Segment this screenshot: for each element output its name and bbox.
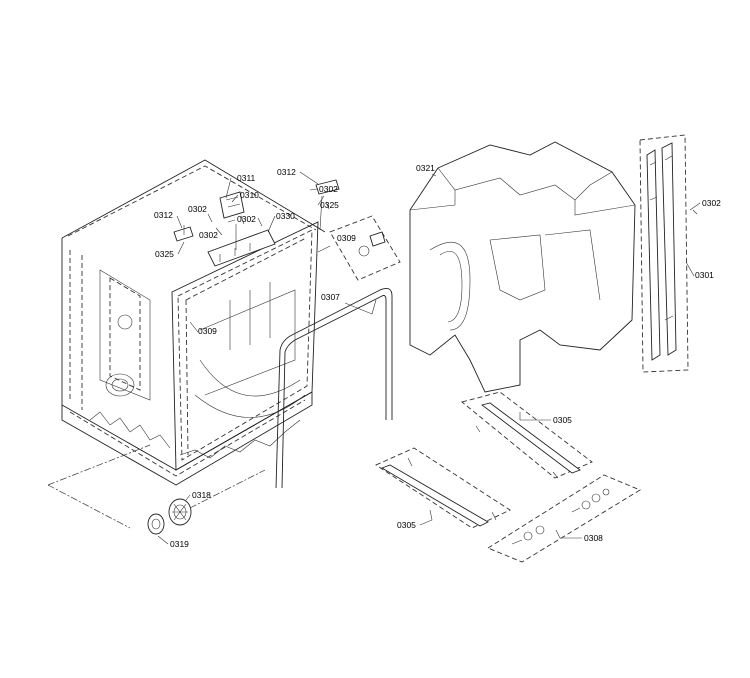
- insulation-0321: [409, 141, 636, 393]
- label-0309: 0309: [337, 233, 356, 243]
- label-0307: 0307: [321, 292, 340, 302]
- rail-lower-0305: [375, 447, 511, 529]
- hardware-kit-0308: [487, 474, 641, 563]
- label-0330: 0330: [276, 211, 295, 221]
- leader-lines: [157, 171, 701, 545]
- label-0325: 0325: [320, 200, 339, 210]
- label-0302: 0302: [199, 230, 218, 240]
- label-0302: 0302: [319, 184, 338, 194]
- label-0319: 0319: [170, 539, 189, 549]
- label-0318: 0318: [192, 490, 211, 500]
- rail-upper-0305: [461, 391, 593, 479]
- label-0308: 0308: [584, 533, 603, 543]
- label-0305: 0305: [553, 415, 572, 425]
- tub-assembly: [61, 159, 340, 486]
- part-labels: 0311 0310 0312 0302 0325 0312 0302 0325 …: [154, 163, 721, 549]
- label-0325: 0325: [155, 249, 174, 259]
- side-trim-0301: [639, 134, 698, 373]
- label-0302: 0302: [237, 214, 256, 224]
- label-0309: 0309: [198, 326, 217, 336]
- label-0302: 0302: [702, 198, 721, 208]
- label-0302: 0302: [188, 204, 207, 214]
- label-0305: 0305: [397, 520, 416, 530]
- label-0301: 0301: [695, 270, 714, 280]
- label-0312: 0312: [277, 167, 296, 177]
- label-0321: 0321: [416, 163, 435, 173]
- label-0310: 0310: [240, 190, 259, 200]
- pump-seal-parts: [147, 498, 192, 535]
- front-projection-lines: [47, 444, 266, 529]
- detail-box-0309: [317, 215, 401, 281]
- label-0311: 0311: [237, 173, 256, 183]
- door-gasket-0307: [275, 288, 393, 489]
- label-0312: 0312: [154, 210, 173, 220]
